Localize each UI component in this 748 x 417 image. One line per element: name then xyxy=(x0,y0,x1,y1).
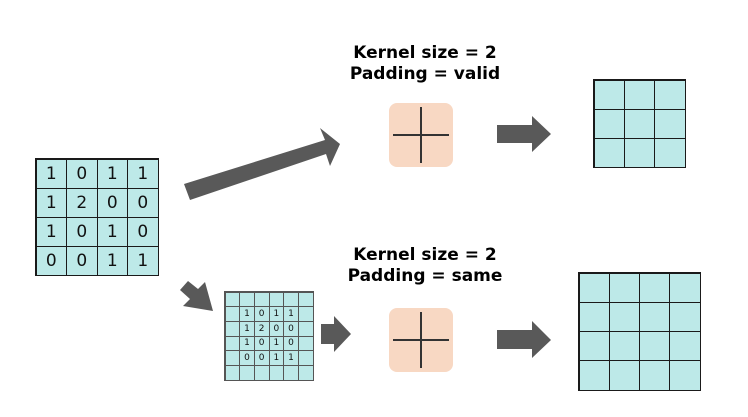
padded-cell xyxy=(224,350,241,366)
output-cell xyxy=(669,331,701,362)
padded-cell: 0 xyxy=(253,350,270,366)
padded-cell xyxy=(297,291,314,308)
padded-cell xyxy=(297,335,314,352)
padded-cell xyxy=(224,306,241,322)
output-cell xyxy=(669,272,701,303)
padded-cell: 0 xyxy=(253,335,270,352)
arrow-valid-kernel-to-output xyxy=(497,116,551,152)
output-cell xyxy=(608,272,640,303)
padded-cell: 2 xyxy=(253,320,270,337)
input-cell: 1 xyxy=(96,158,128,189)
output-cell xyxy=(578,360,610,391)
output-cell xyxy=(654,137,686,168)
output-cell xyxy=(623,79,656,110)
padded-cell xyxy=(224,335,241,352)
padded-cell: 0 xyxy=(283,335,299,352)
padded-cell: 1 xyxy=(283,306,299,322)
top-branch-label: Kernel size = 2 Padding = valid xyxy=(330,43,520,85)
input-cell: 1 xyxy=(35,158,67,189)
arrow-padded-to-same-kernel xyxy=(321,316,351,352)
input-cell: 1 xyxy=(35,187,67,218)
output-cell xyxy=(593,79,625,110)
input-cell: 0 xyxy=(127,216,159,247)
input-cell: 0 xyxy=(35,245,67,276)
input-cell: 0 xyxy=(66,216,98,247)
padded-cell xyxy=(297,364,314,381)
padded-cell: 1 xyxy=(239,306,255,322)
output-cell xyxy=(578,331,610,362)
arrow-input-to-padded xyxy=(180,281,213,311)
output-cell xyxy=(623,108,656,139)
output-cell xyxy=(639,301,671,332)
same-output-matrix xyxy=(578,272,701,391)
output-cell xyxy=(608,301,640,332)
padded-cell xyxy=(239,364,255,381)
padded-cell xyxy=(297,350,314,366)
padded-cell xyxy=(268,364,285,381)
padded-cell: 0 xyxy=(283,320,299,337)
input-cell: 1 xyxy=(96,216,128,247)
input-cell: 1 xyxy=(35,216,67,247)
padded-cell xyxy=(239,291,255,308)
padded-cell xyxy=(224,291,241,308)
output-cell xyxy=(578,272,610,303)
padded-cell: 1 xyxy=(268,350,285,366)
bottom-kernel-size-label: Kernel size = 2 xyxy=(353,245,497,265)
output-cell xyxy=(669,301,701,332)
padded-cell xyxy=(297,320,314,337)
padded-cell xyxy=(253,364,270,381)
input-cell: 0 xyxy=(96,187,128,218)
padded-cell xyxy=(283,291,299,308)
padded-cell xyxy=(283,364,299,381)
padded-cell: 1 xyxy=(239,320,255,337)
output-cell xyxy=(593,108,625,139)
output-cell xyxy=(639,331,671,362)
input-cell: 0 xyxy=(66,158,98,189)
valid-kernel xyxy=(389,103,453,167)
input-cell: 0 xyxy=(127,187,159,218)
padded-cell: 0 xyxy=(268,320,285,337)
same-kernel xyxy=(389,308,453,372)
padded-cell xyxy=(297,306,314,322)
output-cell xyxy=(578,301,610,332)
input-cell: 1 xyxy=(96,245,128,276)
output-cell xyxy=(654,108,686,139)
padded-cell xyxy=(224,320,241,337)
padded-cell: 1 xyxy=(283,350,299,366)
arrow-same-kernel-to-output xyxy=(497,321,551,358)
top-kernel-size-label: Kernel size = 2 xyxy=(353,43,497,63)
input-cell: 1 xyxy=(127,245,159,276)
padded-cell xyxy=(253,291,270,308)
output-cell xyxy=(639,360,671,391)
output-cell xyxy=(639,272,671,303)
output-cell xyxy=(593,137,625,168)
input-cell: 2 xyxy=(66,187,98,218)
top-padding-label: Padding = valid xyxy=(349,64,501,84)
padded-cell xyxy=(268,291,285,308)
padded-cell: 1 xyxy=(239,335,255,352)
bottom-branch-label: Kernel size = 2 Padding = same xyxy=(325,245,525,287)
bottom-padding-label: Padding = same xyxy=(347,266,503,286)
input-cell: 1 xyxy=(127,158,159,189)
padded-cell: 1 xyxy=(268,335,285,352)
output-cell xyxy=(608,331,640,362)
padded-cell: 0 xyxy=(239,350,255,366)
padded-cell: 1 xyxy=(268,306,285,322)
padded-cell: 0 xyxy=(253,306,270,322)
output-cell xyxy=(608,360,640,391)
padded-cell xyxy=(224,364,241,381)
output-cell xyxy=(623,137,656,168)
arrow-input-to-valid-kernel xyxy=(184,128,340,200)
output-cell xyxy=(669,360,701,391)
output-cell xyxy=(654,79,686,110)
input-cell: 0 xyxy=(66,245,98,276)
valid-output-matrix xyxy=(593,79,686,168)
